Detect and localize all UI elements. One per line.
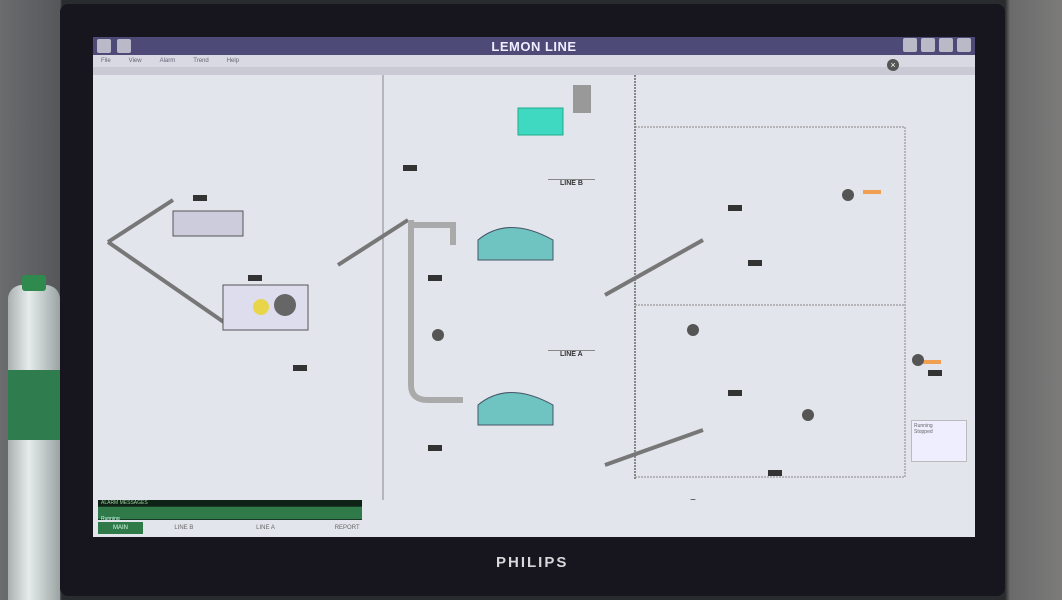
water-bottle	[8, 275, 60, 600]
user-icon[interactable]	[903, 38, 917, 52]
nav-line-a-button[interactable]: LINE A	[256, 525, 275, 531]
home-icon[interactable]	[97, 39, 111, 53]
bottom-nav: MAIN LINE B LINE A REPORT	[98, 522, 388, 534]
process-diagram	[106, 75, 942, 500]
extractor-tank-a	[477, 392, 554, 426]
conveyor	[106, 198, 175, 244]
bottle-label	[8, 370, 60, 440]
menu-help[interactable]: Help	[226, 58, 240, 64]
pipe-loop	[634, 126, 906, 478]
value-display	[748, 260, 762, 266]
nav-report-button[interactable]: REPORT	[334, 525, 360, 531]
bulb-icon[interactable]	[939, 38, 953, 52]
pump-icon[interactable]	[432, 329, 444, 341]
hopper	[573, 85, 591, 113]
value-display	[728, 390, 742, 396]
pump-icon[interactable]	[802, 409, 814, 421]
legend-box: Running Stopped	[911, 420, 967, 462]
settings-icon[interactable]	[957, 38, 971, 52]
pump-icon[interactable]	[687, 499, 699, 500]
nav-main-button[interactable]: MAIN	[98, 522, 143, 534]
status-message: Running	[101, 516, 120, 522]
value-display	[428, 445, 442, 451]
alarm-message: Running	[98, 507, 362, 522]
legend-running: Running	[914, 423, 933, 429]
conveyor	[604, 428, 704, 467]
menu-file[interactable]: File	[101, 58, 111, 64]
gear-icon	[274, 294, 296, 316]
alarm-value	[863, 190, 881, 194]
value-display	[403, 165, 417, 171]
control-panel-highlight	[517, 107, 564, 136]
conveyor	[336, 218, 410, 267]
lock-icon[interactable]	[921, 38, 935, 52]
scada-screen: LEMON LINE File View Alarm Trend Help ×	[93, 37, 975, 537]
value-display	[248, 275, 262, 281]
back-icon[interactable]	[117, 39, 131, 53]
pump-icon[interactable]	[687, 324, 699, 336]
value-display	[768, 470, 782, 476]
menu-view[interactable]: View	[128, 58, 142, 64]
pump-icon[interactable]	[842, 189, 854, 201]
value-display	[928, 370, 942, 376]
brush-roller	[253, 299, 269, 315]
extractor-tank-b	[477, 227, 554, 261]
value-display	[728, 205, 742, 211]
line-a-label: LINE A	[548, 350, 595, 358]
monitor-brand-logo: PHILIPS	[496, 554, 569, 571]
elevator-pipe	[411, 222, 456, 245]
menu-bar: File View Alarm Trend Help	[93, 55, 975, 67]
pump-icon[interactable]	[912, 354, 924, 366]
elevator-pipe	[408, 220, 463, 403]
toolbar-strip	[93, 67, 975, 75]
window-title: LEMON LINE	[491, 38, 577, 54]
title-bar: LEMON LINE	[93, 37, 975, 55]
menu-alarm[interactable]: Alarm	[159, 58, 176, 64]
alarm-status-bar: ALARM MESSAGES Running	[98, 500, 362, 522]
nav-line-b-button[interactable]: LINE B	[174, 525, 194, 531]
washer-tank	[172, 210, 244, 237]
menu-trend[interactable]: Trend	[193, 58, 209, 64]
line-b-label: LINE B	[548, 179, 595, 187]
value-display	[193, 195, 207, 201]
bottle-cap	[22, 275, 46, 291]
alarm-value	[923, 360, 941, 364]
alarm-header: ALARM MESSAGES	[98, 500, 362, 506]
close-icon[interactable]: ×	[887, 59, 899, 71]
conveyor	[604, 238, 704, 297]
legend-stopped: Stopped	[914, 429, 933, 435]
conveyor	[106, 240, 230, 327]
value-display	[293, 365, 307, 371]
value-display	[428, 275, 442, 281]
